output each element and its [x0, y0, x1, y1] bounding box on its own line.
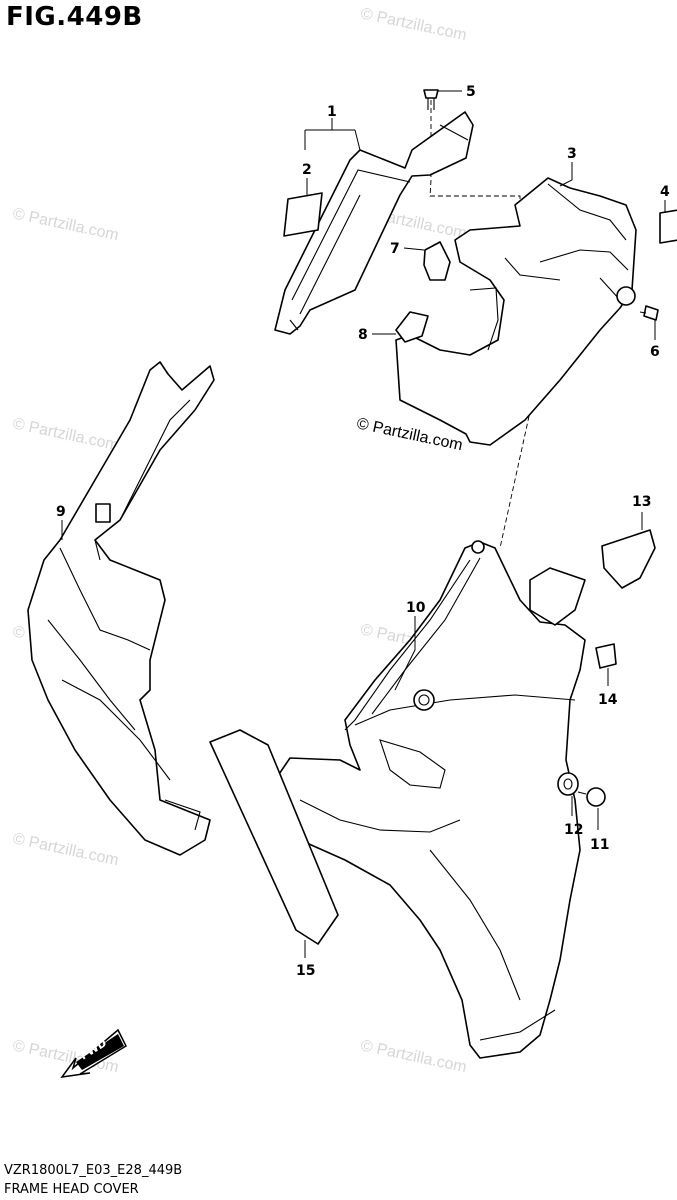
figure-title: FIG.449B — [6, 2, 143, 32]
part-1-bracket — [274, 111, 474, 335]
callout-4: 4 — [660, 184, 670, 200]
watermark-text: © Partzilla.com — [11, 415, 120, 454]
callout-1: 1 — [327, 104, 337, 120]
part-14-pad — [595, 643, 617, 669]
part-4-pad — [659, 209, 677, 244]
leader-lines — [61, 90, 666, 958]
figure-name: FRAME HEAD COVER — [4, 1182, 139, 1197]
watermark-text: © Partzilla.com — [11, 205, 120, 244]
watermark-text: © Partzilla.com — [11, 830, 120, 869]
callout-5: 5 — [466, 84, 476, 100]
part-5-screw — [423, 89, 439, 110]
callout-3: 3 — [567, 146, 577, 162]
part-11-screw — [577, 787, 606, 807]
callout-12: 12 — [564, 822, 583, 838]
watermark-text: © Partzilla.com — [359, 1037, 468, 1076]
part-12-grommet — [557, 772, 579, 796]
part-2-pad — [283, 192, 323, 237]
callout-10: 10 — [406, 600, 426, 616]
callout-9: 9 — [56, 504, 66, 520]
callout-8: 8 — [358, 327, 368, 343]
callout-6: 6 — [650, 344, 660, 360]
watermark-text: © Partzilla.com — [359, 5, 468, 44]
part-9-left-frame-cover — [27, 361, 215, 856]
callout-13: 13 — [632, 494, 651, 510]
callout-15: 15 — [296, 963, 315, 979]
callout-14: 14 — [598, 692, 618, 708]
part-7-pad — [423, 241, 451, 281]
part-15-strip — [209, 729, 339, 945]
callout-11: 11 — [590, 837, 609, 853]
figure-code: VZR1800L7_E03_E28_449B — [4, 1163, 183, 1178]
callout-labels: 1 2 3 4 5 6 7 8 9 10 11 12 13 14 15 — [56, 84, 670, 979]
part-13-pad — [601, 529, 656, 589]
part-8-pad — [395, 311, 429, 343]
part-3-upper-cover — [395, 177, 637, 446]
part-10-frame-head-cover — [274, 540, 586, 1059]
part-6-screw — [639, 305, 659, 321]
callout-2: 2 — [302, 162, 312, 178]
callout-7: 7 — [390, 241, 400, 257]
